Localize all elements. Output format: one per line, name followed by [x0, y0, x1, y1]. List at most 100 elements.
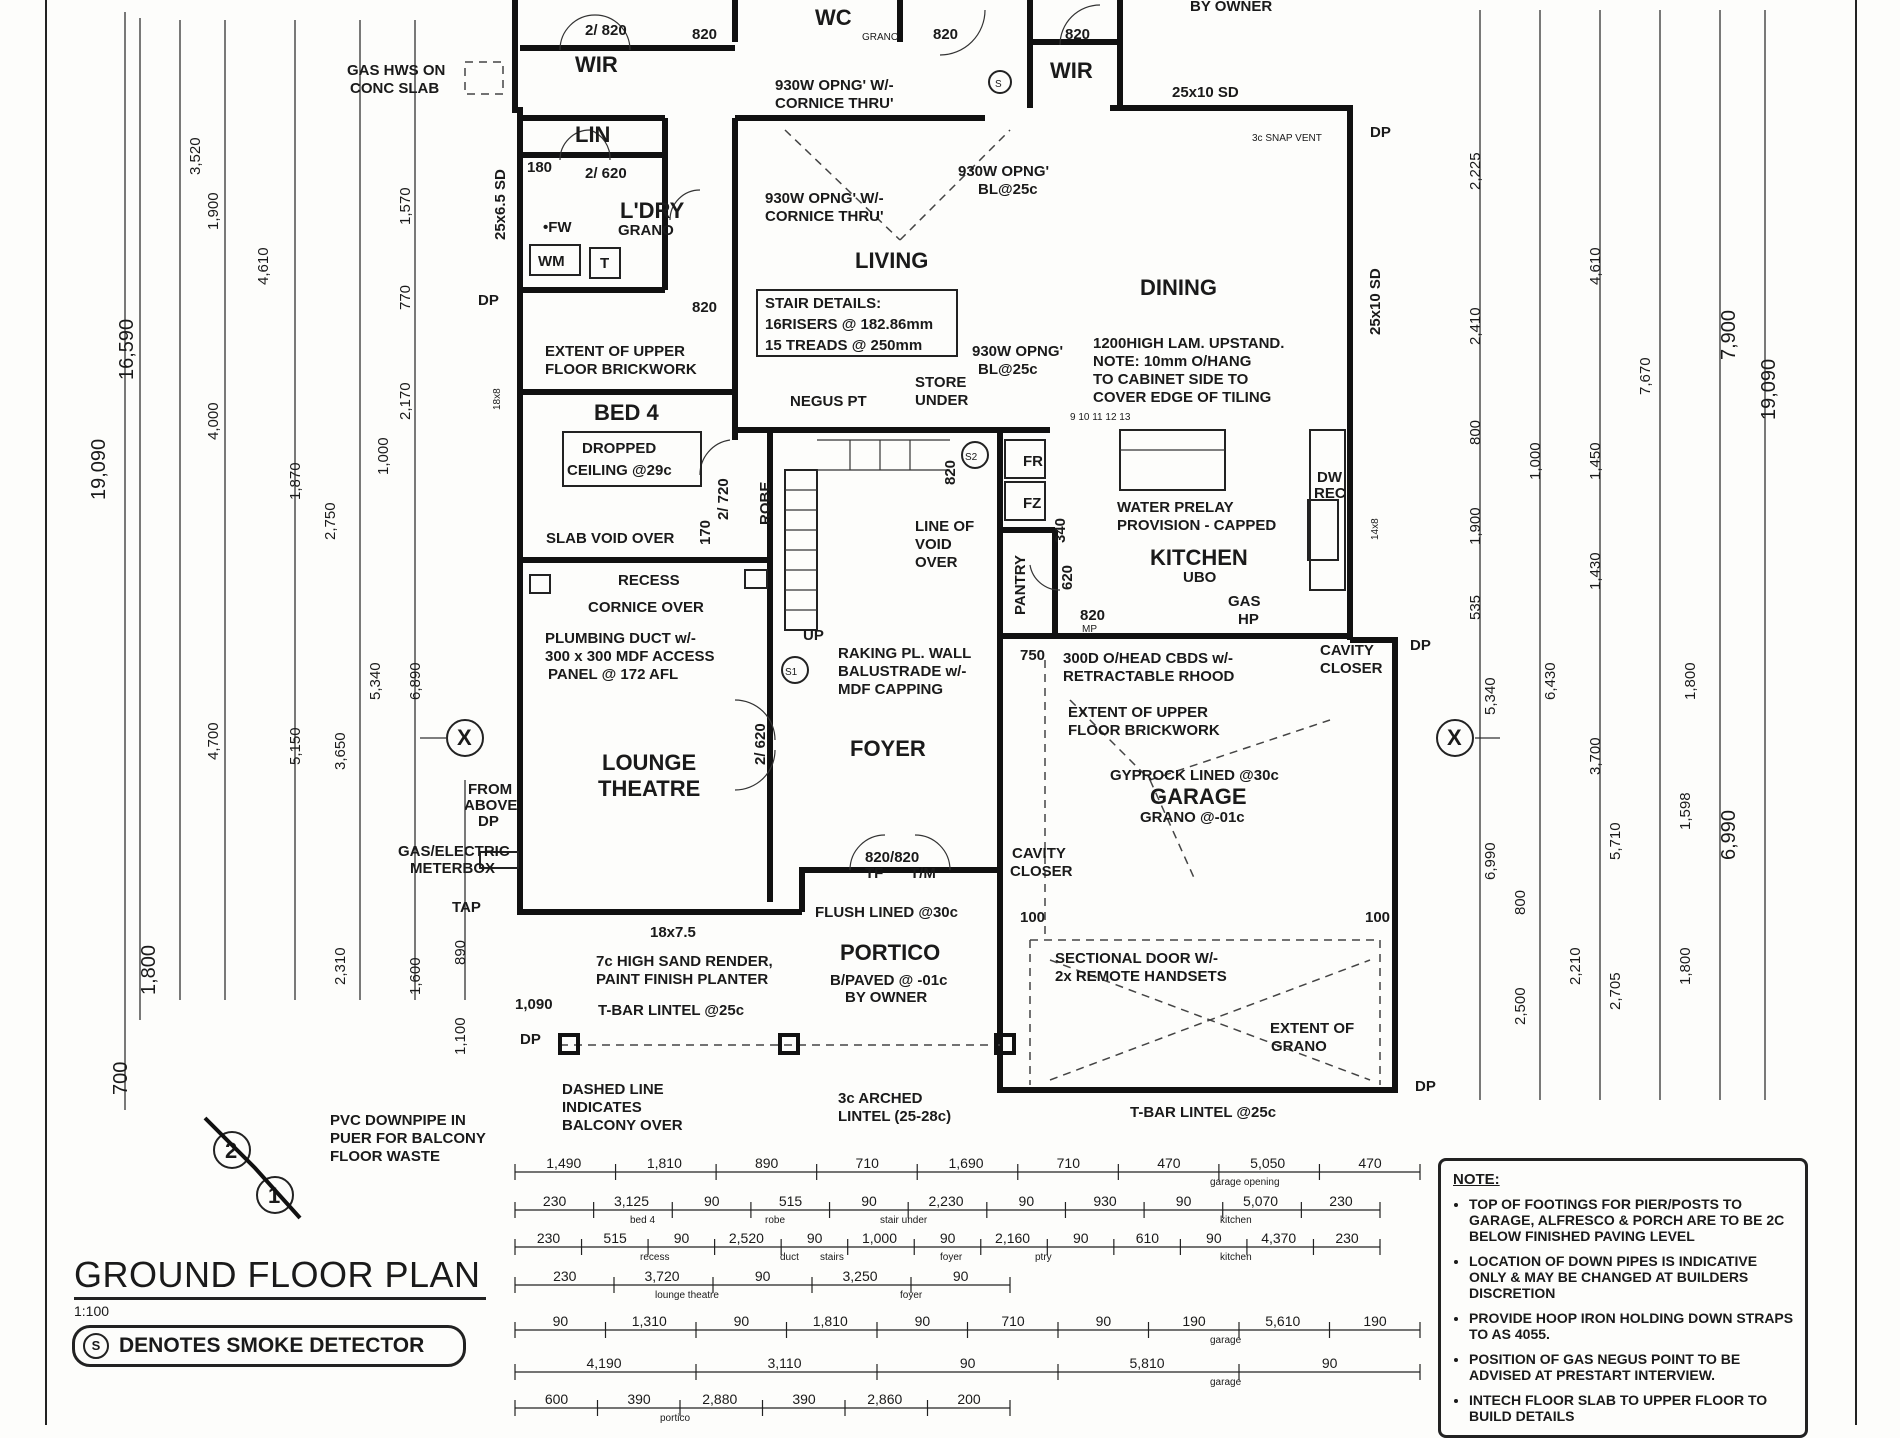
- dim-r-1800b: 1,800: [1677, 947, 1694, 985]
- opening-diagonals: [560, 129, 1381, 1085]
- section-marker-2: [213, 1131, 251, 1169]
- annotations: BY OWNER GAS HWS ON CONC SLAB 930W OPNG'…: [330, 0, 1436, 1165]
- note-opening-dining-2: BL@25c: [978, 181, 1038, 198]
- bottom-dim-value: 90: [940, 1230, 956, 1246]
- bottom-dim-value: 90: [1322, 1355, 1338, 1371]
- duct-box: [529, 574, 551, 594]
- room-kitchen: KITCHEN: [1150, 545, 1248, 570]
- door-820-b: 820: [933, 26, 958, 43]
- svg-text:X: X: [1447, 725, 1462, 750]
- dim-r-800: 800: [1467, 420, 1484, 445]
- note-dashed-3: BALCONY OVER: [562, 1117, 683, 1134]
- label-rec: REC: [1314, 485, 1346, 502]
- note-cavity-1a: CAVITY: [1320, 642, 1374, 659]
- bottom-dim-caption: stair under: [880, 1215, 928, 1226]
- door-820-a: 820: [692, 26, 717, 43]
- trough: [589, 247, 621, 279]
- dim-340: 340: [1052, 518, 1069, 543]
- note-dropped-2: CEILING @29c: [567, 462, 672, 479]
- note-sd-1: 25x10 SD: [1172, 84, 1239, 101]
- bottom-dim-value: 90: [915, 1313, 931, 1329]
- dim-1090: 1,090: [515, 996, 553, 1013]
- note-lam-2: NOTE: 10mm O/HANG: [1093, 353, 1251, 370]
- note-lam-4: COVER EDGE OF TILING: [1093, 389, 1271, 406]
- svg-text:S1: S1: [785, 667, 798, 678]
- dim-r-2500: 2,500: [1512, 987, 1529, 1025]
- bottom-dim-caption: garage: [1210, 1377, 1242, 1388]
- sink: [1307, 499, 1339, 561]
- door-2720: 2/ 720: [715, 478, 732, 520]
- bottom-dim-value: 2,520: [729, 1230, 764, 1246]
- dim-l-2170: 2,170: [397, 382, 414, 420]
- bottom-dim-value: 1,690: [949, 1155, 984, 1171]
- meterbox: [479, 851, 519, 869]
- stair-treads: [784, 439, 950, 631]
- dim-l-1600: 1,600: [407, 957, 424, 995]
- bottom-dim-value: 4,370: [1261, 1230, 1296, 1246]
- dim-620: 620: [1059, 565, 1076, 590]
- stair-details-box: [756, 289, 958, 357]
- note-flush: FLUSH LINED @30c: [815, 904, 958, 921]
- note-hp: HP: [1238, 611, 1259, 628]
- note-line-void-3: OVER: [915, 554, 958, 571]
- room-lounge: LOUNGE: [602, 750, 696, 775]
- bottom-dim-value: 1,000: [862, 1230, 897, 1246]
- smoke-detector-legend: S DENOTES SMOKE DETECTOR: [72, 1325, 466, 1367]
- note-item: POSITION OF GAS NEGUS POINT TO BE ADVISE…: [1469, 1351, 1795, 1383]
- bottom-dim-caption: lounge theatre: [655, 1290, 719, 1301]
- bottom-dim-value: 390: [792, 1391, 816, 1407]
- note-extent-g-1: EXTENT OF UPPER: [1068, 704, 1208, 721]
- svg-text:X: X: [457, 725, 472, 750]
- dim-l-4610: 4,610: [255, 247, 272, 285]
- dim-l-1870: 1,870: [287, 462, 304, 500]
- freezer: [1004, 481, 1046, 521]
- note-opening-liv-2: CORNICE THRU': [765, 208, 884, 225]
- bottom-dim-value: 230: [543, 1193, 567, 1209]
- bottom-dim-caption: kitchen: [1220, 1252, 1252, 1263]
- bottom-dim-value: 2,160: [995, 1230, 1030, 1246]
- bottom-dim-value: 2,860: [867, 1391, 902, 1407]
- notes-panel: NOTE: TOP OF FOOTINGS FOR PIER/POSTS TO …: [1438, 1158, 1808, 1438]
- bottom-dim-value: 90: [755, 1268, 771, 1284]
- bottom-dim-value: 1,310: [632, 1313, 667, 1329]
- dim-r-1900: 1,900: [1467, 507, 1484, 545]
- note-cavity-1b: CLOSER: [1320, 660, 1383, 677]
- dim-l-5150: 5,150: [287, 727, 304, 765]
- dim-170: 170: [697, 520, 714, 545]
- room-portico: PORTICO: [840, 940, 940, 965]
- dim-820-mp: 820: [1080, 607, 1105, 624]
- note-from: FROM: [468, 781, 512, 798]
- portico-paved: B/PAVED @ -01c: [830, 972, 947, 989]
- bottom-dim-value: 90: [861, 1193, 877, 1209]
- section-marker-1: [256, 1176, 294, 1214]
- note-dp-5: DP: [1415, 1078, 1436, 1095]
- room-wir-2: WIR: [1050, 58, 1093, 83]
- dim-l-1100: 1,100: [452, 1017, 469, 1055]
- note-opening-top-1: 930W OPNG' W/-: [775, 77, 894, 94]
- note-above: ABOVE: [464, 797, 517, 814]
- note-item: INTECH FLOOR SLAB TO UPPER FLOOR TO BUIL…: [1469, 1392, 1795, 1424]
- label-t: T: [600, 255, 609, 272]
- dim-r-5340: 5,340: [1482, 677, 1499, 715]
- bottom-dim-caption: garage: [1210, 1335, 1242, 1346]
- dim-left-1800: 1,800: [138, 945, 160, 995]
- dim-l-1570: 1,570: [397, 187, 414, 225]
- label-fr: FR: [1023, 453, 1043, 470]
- room-ldry: L'DRY: [620, 198, 685, 223]
- dim-r-3700: 3,700: [1587, 737, 1604, 775]
- smoke-detector-text: DENOTES SMOKE DETECTOR: [119, 1334, 425, 1357]
- notes-list: TOP OF FOOTINGS FOR PIER/POSTS TO GARAGE…: [1453, 1196, 1795, 1424]
- dim-right-6990: 6,990: [1718, 810, 1740, 860]
- room-pantry: PANTRY: [1012, 555, 1029, 615]
- room-lin: LIN: [575, 122, 610, 147]
- note-opening-mid-1: 930W OPNG': [972, 343, 1063, 360]
- dim-r-1800: 1,800: [1682, 662, 1699, 700]
- note-dp-4: DP: [1410, 637, 1431, 654]
- door-swings: [559, 4, 1101, 871]
- right-dimension-chains: 19,090 7,900 6,990 2,225 2,410 800 1,900…: [1467, 10, 1780, 1100]
- dim-100-b: 100: [1365, 909, 1390, 926]
- kitchen-island: [1119, 429, 1226, 491]
- stair-details-heading: STAIR DETAILS:: [765, 295, 881, 312]
- room-dining: DINING: [1140, 275, 1217, 300]
